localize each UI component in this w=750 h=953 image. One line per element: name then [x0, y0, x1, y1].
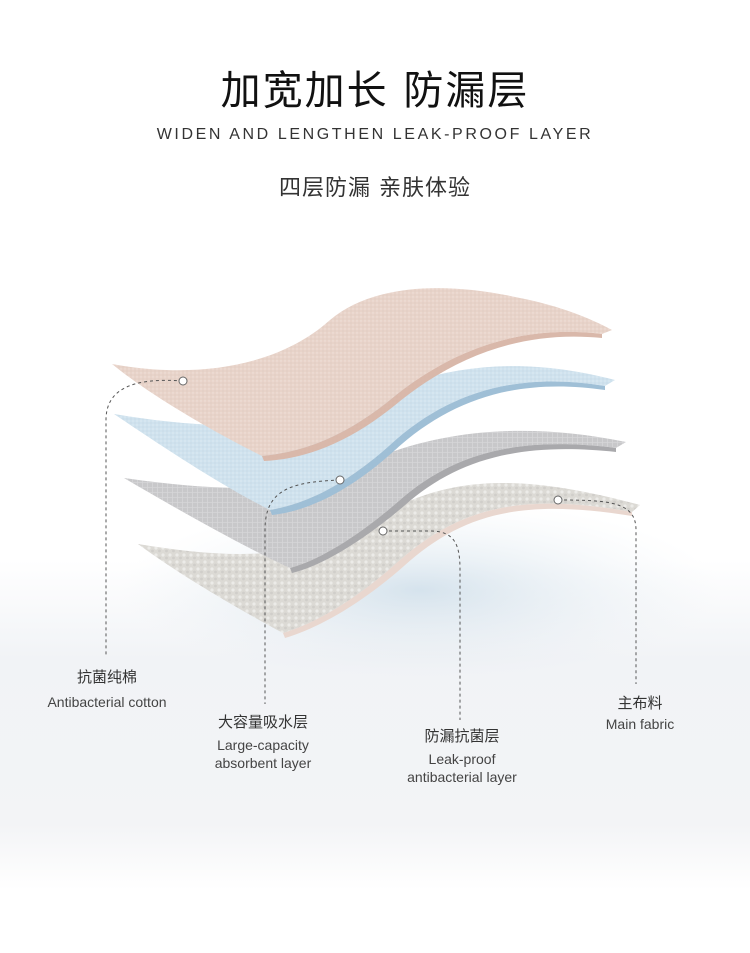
- label-cotton-cn: 抗菌纯棉: [76, 668, 137, 686]
- main-fabric-layer: [138, 482, 640, 638]
- callout-line-leakproof: [383, 530, 461, 720]
- label-absorbent-layer: 大容量吸水层 Large-capacity absorbent layer: [188, 712, 338, 772]
- label-main-cn: 主布料: [617, 694, 663, 712]
- callout-dot-cotton: [178, 376, 188, 386]
- leakproof-layer: [124, 430, 626, 573]
- label-leakproof-en-line1: Leak-proof: [428, 751, 496, 767]
- label-absorbent-cn: 大容量吸水层: [217, 713, 308, 731]
- label-absorbent-en-line1: Large-capacity: [217, 737, 309, 753]
- label-leakproof-layer: 防漏抗菌层 Leak-proof antibacterial layer: [382, 726, 542, 786]
- absorbent-layer: [114, 366, 615, 515]
- callout-dot-leakproof: [378, 526, 388, 536]
- page-subtitle-chinese: 四层防漏 亲肤体验: [279, 176, 471, 201]
- label-absorbent-en-line2: absorbent layer: [214, 755, 312, 771]
- label-leakproof-en-line2: antibacterial layer: [407, 769, 517, 785]
- label-leakproof-cn: 防漏抗菌层: [424, 727, 500, 745]
- callout-line-main: [557, 499, 637, 684]
- label-cotton-en: Antibacterial cotton: [47, 694, 167, 710]
- callout-line-absorbent: [264, 479, 341, 704]
- callout-dot-absorbent: [335, 475, 345, 485]
- page-subtitle-english: WIDEN AND LENGTHEN LEAK-PROOF LAYER: [156, 126, 594, 143]
- callout-lines: [105, 379, 637, 720]
- page-title: 加宽加长 防漏层: [220, 68, 530, 114]
- label-main-en: Main fabric: [605, 716, 675, 732]
- cotton-layer: [112, 288, 612, 461]
- label-main-fabric: 主布料 Main fabric: [580, 693, 700, 733]
- label-antibacterial-cotton: 抗菌纯棉 Antibacterial cotton: [22, 667, 192, 711]
- callout-dot-main: [553, 495, 563, 505]
